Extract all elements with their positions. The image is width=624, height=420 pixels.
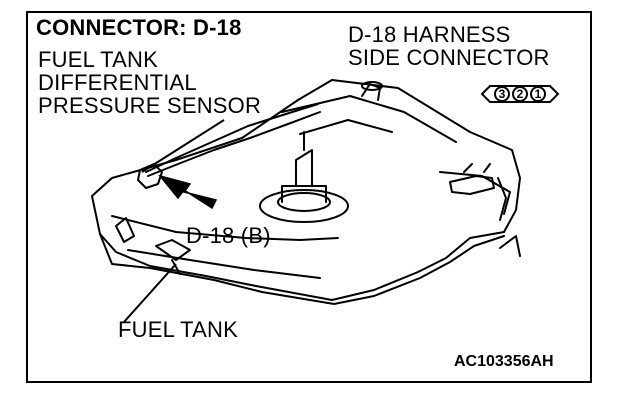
tank-front-panel	[439, 171, 511, 215]
sensor-leader-line	[141, 119, 225, 173]
tank-top-ridge	[281, 95, 457, 143]
sensor-label: FUEL TANK DIFFERENTIAL PRESSURE SENSOR	[38, 47, 262, 118]
tank-leader-line	[123, 263, 177, 323]
filler-neck-stub	[361, 83, 381, 101]
fuel-tank-ridge	[111, 215, 339, 241]
sensor-vent-tube	[145, 103, 319, 173]
fuel-tank-body	[91, 79, 521, 301]
figure-frame	[26, 11, 592, 383]
fuel-pump-flange	[259, 189, 349, 223]
tank-right-edge	[497, 177, 507, 221]
pin-1-label: 1	[534, 87, 542, 101]
fuel-tank-lower-skirt	[99, 233, 505, 305]
harness-connector-label: D-18 HARNESS SIDE CONNECTOR	[348, 22, 550, 70]
rollover-valve	[449, 175, 495, 195]
tank-top-ridge-2	[299, 119, 393, 135]
pin-3-label: 3	[498, 87, 506, 101]
tank-left-pocket	[155, 239, 191, 261]
fuel-tank-ridge-2	[127, 249, 321, 279]
figure-code: AC103356AH	[454, 353, 554, 370]
connector-callout-label: D-18 (B)	[186, 223, 271, 248]
sensor-callout-arrow	[157, 174, 218, 210]
connector-header: CONNECTOR: D-18	[36, 15, 242, 40]
harness-side-connector	[480, 85, 560, 103]
pin-2-label: 2	[516, 87, 524, 101]
fuel-tank-label: FUEL TANK	[118, 317, 238, 342]
